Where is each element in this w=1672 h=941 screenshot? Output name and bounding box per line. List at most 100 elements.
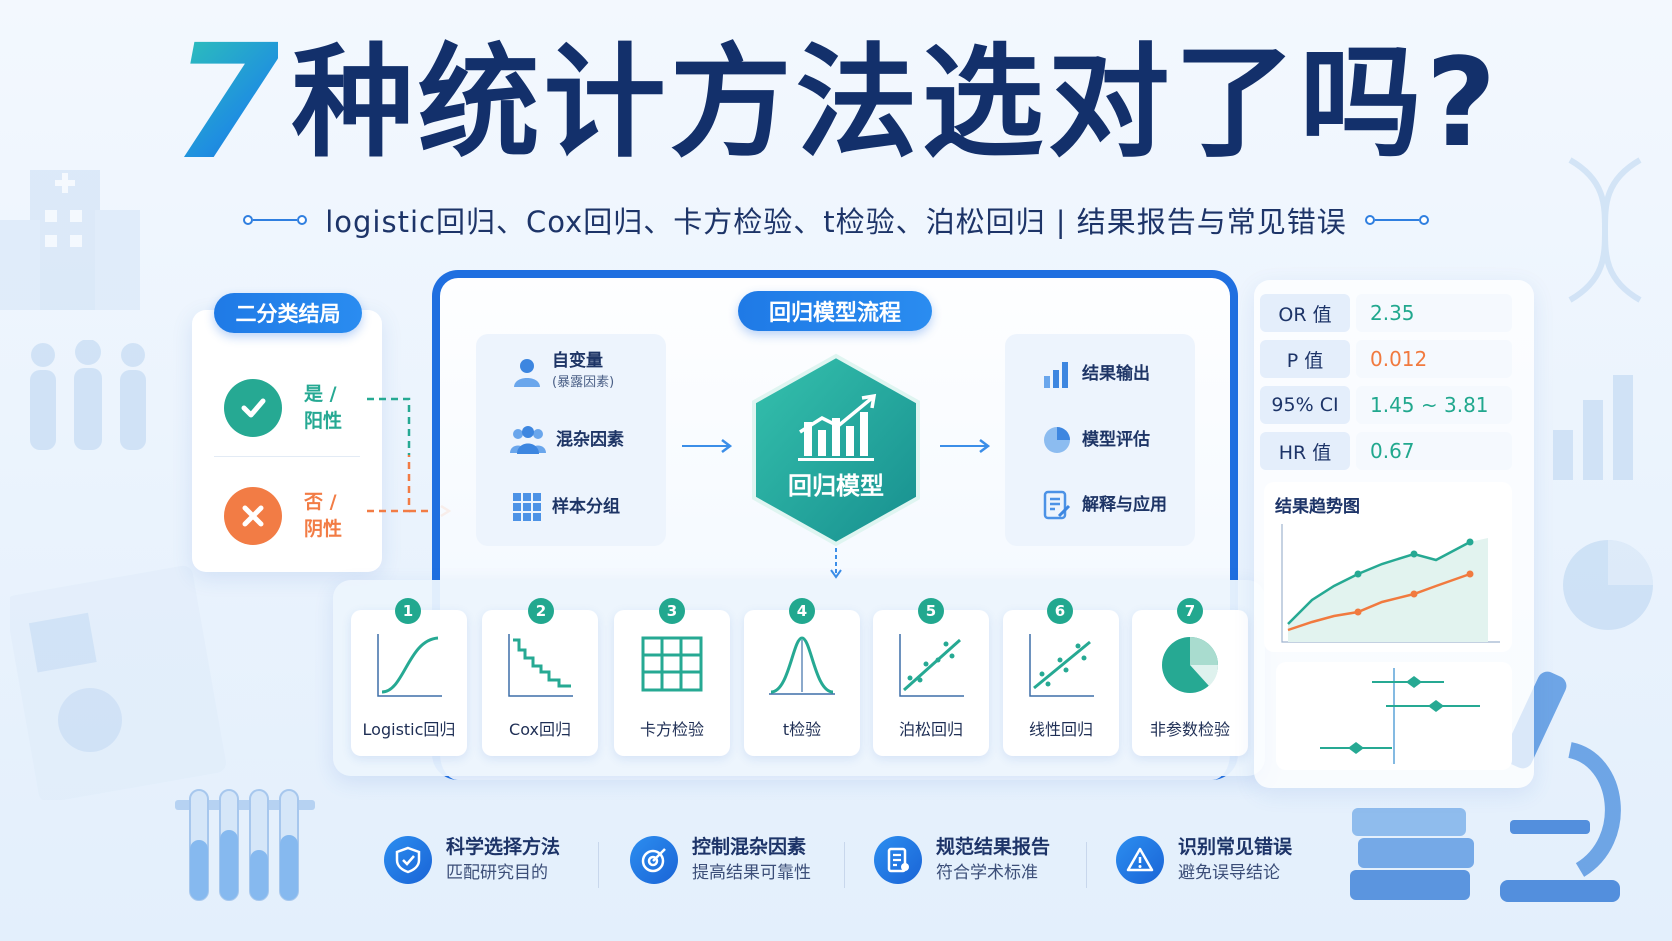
target-icon — [630, 836, 678, 884]
feature-title: 控制混杂因素 — [692, 836, 807, 858]
method-label: Cox回归 — [509, 720, 571, 739]
method-label: 泊松回归 — [898, 720, 963, 739]
output-interpretation: 解释与应用 — [1042, 490, 1167, 520]
stat-row-or: OR 值 2.35 — [1260, 294, 1512, 332]
method-number: 1 — [395, 598, 421, 624]
positive-line1: 是 / — [304, 383, 337, 405]
method-label: 线性回归 — [1028, 720, 1093, 739]
inputs-box — [476, 334, 666, 546]
method-card-chisquare[interactable]: 卡方检验 — [614, 610, 730, 756]
feature-subtitle: 提高结果可靠性 — [692, 863, 811, 883]
stat-key: P 值 — [1260, 340, 1350, 378]
warning-icon — [1116, 836, 1164, 884]
positive-line2: 阳性 — [304, 410, 343, 432]
feature-subtitle: 匹配研究目的 — [446, 863, 548, 883]
hospital-building-icon — [0, 170, 140, 310]
input-independent-label: 自变量 (暴露因素) — [552, 350, 614, 394]
method-number: 2 — [528, 598, 554, 624]
main-title: 7 种统计方法选对了吗? — [0, 24, 1672, 182]
pie-chart-icon — [1044, 427, 1070, 453]
scatter-line-icon — [899, 634, 964, 697]
subtitle-text: logistic回归、Cox回归、卡方检验、t检验、泊松回归 | 结果报告与常见… — [325, 205, 1347, 239]
shield-check-icon — [384, 836, 432, 884]
arrow-head-icon — [721, 439, 732, 453]
method-number: 6 — [1047, 598, 1073, 624]
input-confounders-label: 混杂因素 — [556, 430, 624, 450]
method-number: 3 — [659, 598, 685, 624]
stat-row-hr: HR 值 0.67 — [1260, 432, 1512, 470]
contingency-table-icon — [641, 636, 703, 692]
feature-error-identification: 识别常见错误 避免误导结论 — [1116, 834, 1292, 886]
binary-outcome-panel: 是 / 阳性 否 / 阴性 — [192, 310, 382, 572]
binary-outcome-label: 二分类结局 — [214, 293, 362, 333]
stat-row-ci: 95% CI 1.45 ~ 3.81 — [1260, 386, 1512, 424]
input-confounders: 混杂因素 — [510, 425, 624, 455]
method-card-logistic[interactable]: Logistic回归 — [351, 610, 467, 756]
cross-icon — [224, 487, 282, 545]
stat-key: 95% CI — [1260, 386, 1350, 424]
books-icon — [1350, 808, 1474, 900]
feature-title: 规范结果报告 — [936, 836, 1051, 858]
input-sample-groups-label: 样本分组 — [552, 497, 620, 517]
method-card-poisson[interactable]: 泊松回归 — [873, 610, 989, 756]
method-label: t检验 — [782, 720, 822, 739]
document-chart-icon — [10, 565, 226, 800]
stat-value: 2.35 — [1356, 294, 1512, 332]
model-chart-icon — [798, 393, 877, 461]
title-number: 7 — [171, 11, 282, 195]
divider — [214, 456, 360, 457]
feature-title: 识别常见错误 — [1178, 836, 1293, 858]
subtitle-bar: logistic回归、Cox回归、卡方检验、t检验、泊松回归 | 结果报告与常见… — [0, 200, 1672, 240]
method-card-nonparametric[interactable]: 非参数检验 — [1132, 610, 1248, 756]
binary-positive-row: 是 / 阳性 — [192, 358, 382, 458]
trend-chart-icon — [1281, 524, 1500, 643]
divider — [1086, 842, 1087, 888]
forest-plot-icon — [1320, 668, 1480, 764]
document-edit-icon — [1043, 490, 1071, 520]
method-card-cox[interactable]: Cox回归 — [482, 610, 598, 756]
method-label: Logistic回归 — [362, 720, 456, 739]
stat-value: 1.45 ~ 3.81 — [1356, 386, 1512, 424]
method-label: 卡方检验 — [639, 720, 704, 739]
pie-slice-icon — [1162, 637, 1219, 693]
method-label: 非参数检验 — [1149, 720, 1230, 739]
method-card-ttest[interactable]: t检验 — [744, 610, 860, 756]
feature-confounder-control: 控制混杂因素 提高结果可靠性 — [630, 834, 811, 886]
trend-chart-title: 结果趋势图 — [1275, 497, 1360, 517]
bell-curve-icon — [769, 636, 835, 695]
method-card-linear[interactable]: 线性回归 — [1003, 610, 1119, 756]
test-tubes-icon — [175, 789, 315, 901]
grid-icon — [513, 493, 541, 521]
bar-chart-icon — [1044, 362, 1068, 388]
arrow-head-icon — [979, 439, 990, 453]
method-number: 5 — [918, 598, 944, 624]
output-evaluation-label: 模型评估 — [1082, 430, 1150, 450]
title-text: 种统计方法选对了吗? — [291, 32, 1501, 174]
input-independent-var: 自变量 (暴露因素) — [512, 350, 614, 394]
subtitle-left-ornament — [243, 215, 308, 225]
arrow-to-model — [682, 445, 728, 447]
divider — [598, 842, 599, 888]
down-connector — [830, 548, 842, 579]
negative-line1: 否 / — [304, 491, 337, 513]
feature-method-selection: 科学选择方法 匹配研究目的 — [384, 834, 560, 886]
divider — [844, 842, 845, 888]
bar-chart-deco-icon — [1553, 375, 1633, 480]
output-results-label: 结果输出 — [1082, 364, 1150, 384]
arrow-to-outputs — [940, 445, 986, 447]
survival-step-icon — [508, 634, 573, 697]
method-number: 7 — [1177, 598, 1203, 624]
regression-flow-label: 回归模型流程 — [738, 291, 932, 331]
regression-model-label: 回归模型 — [788, 472, 884, 500]
stat-row-p: P 值 0.012 — [1260, 340, 1512, 378]
output-results: 结果输出 — [1042, 360, 1150, 388]
stat-value: 0.012 — [1356, 340, 1512, 378]
binary-negative-label: 否 / 阴性 — [304, 489, 342, 543]
input-independent-text: 自变量 — [552, 351, 603, 371]
feature-subtitle: 避免误导结论 — [1178, 863, 1280, 883]
feature-result-reporting: 规范结果报告 符合学术标准 — [874, 834, 1050, 886]
check-icon — [224, 379, 282, 437]
linear-scatter-icon — [1029, 634, 1094, 697]
stat-value: 0.67 — [1356, 432, 1512, 470]
binary-positive-label: 是 / 阳性 — [304, 381, 342, 435]
